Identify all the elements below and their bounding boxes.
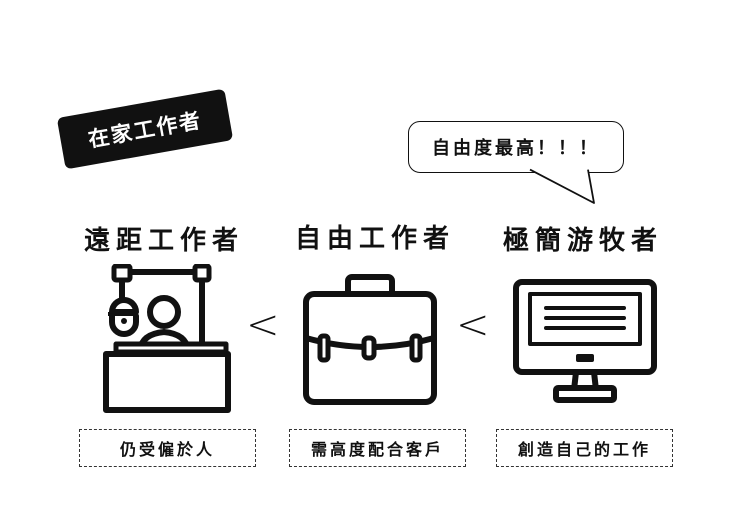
heading-remote-worker: 遠距工作者 [84, 226, 245, 256]
briefcase-icon [303, 274, 437, 405]
caption-remote-worker: 仍受僱於人 [79, 429, 256, 467]
caption-minimalist-nomad: 創造自己的工作 [496, 429, 673, 467]
monitor-icon [513, 279, 657, 403]
caption-freelancer: 需高度配合客戶 [289, 429, 466, 467]
remote-desk-icon [103, 264, 231, 413]
home-worker-banner: 在家工作者 [56, 88, 234, 170]
heading-minimalist-nomad: 極簡游牧者 [503, 226, 664, 256]
speech-bubble-tail [529, 168, 595, 204]
speech-bubble: 自由度最高！！！ [408, 121, 624, 173]
less-than-sign: < [456, 302, 490, 348]
less-than-sign: < [246, 302, 280, 348]
heading-freelancer: 自由工作者 [295, 224, 456, 254]
